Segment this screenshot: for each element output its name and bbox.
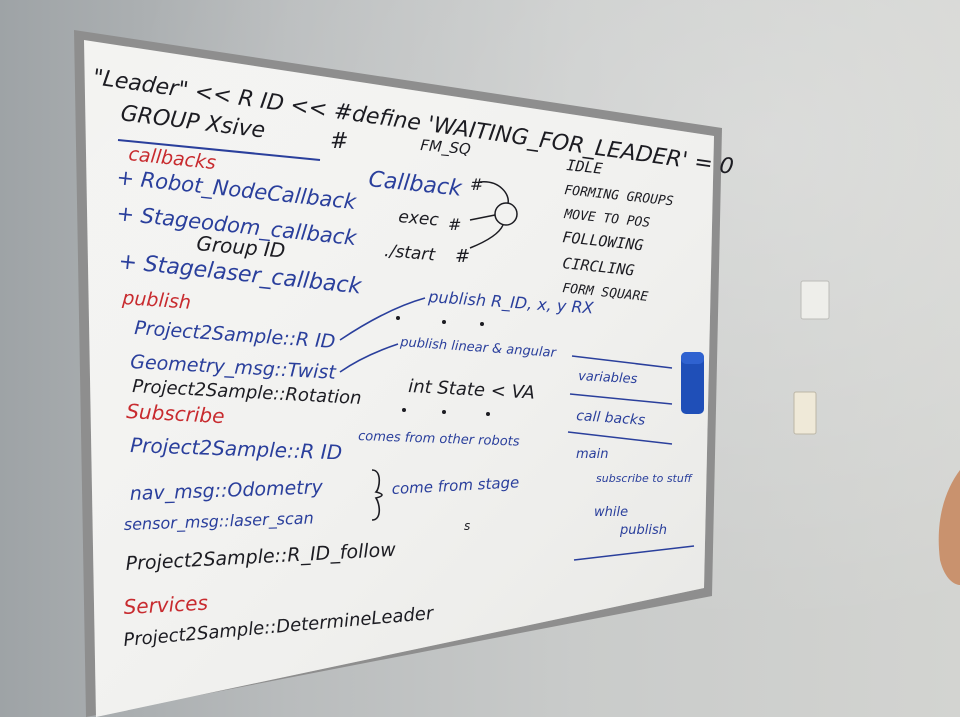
- dot: [396, 316, 400, 320]
- publish-heading: publish: [121, 287, 192, 314]
- outline-item: while: [594, 505, 628, 520]
- diagram-node: [494, 202, 518, 226]
- brace: [371, 469, 383, 521]
- publish-arrow: [339, 343, 399, 373]
- diagram-fm-sq: FM_SQ: [420, 136, 472, 159]
- person-hand: [938, 470, 960, 585]
- diagram-arrow: [469, 214, 496, 221]
- diagram-hash: #: [455, 246, 470, 267]
- state-item: IDLE: [566, 156, 604, 178]
- outline-rule: [571, 355, 673, 369]
- publish-arrow: [339, 297, 426, 341]
- diagram-exec: exec: [398, 207, 441, 230]
- underline-callbacks: [117, 139, 321, 161]
- outline-item: publish: [619, 523, 667, 538]
- wall-socket-upper: [800, 280, 830, 320]
- eraser: [681, 352, 704, 414]
- outline-item: variables: [578, 369, 638, 387]
- outline-rule: [573, 545, 695, 561]
- outline-item: subscribe to stuff: [596, 472, 693, 485]
- subscribe-heading: Subscribe: [126, 399, 225, 428]
- eraser-top: [681, 352, 704, 364]
- hash-mark: #: [330, 129, 348, 154]
- diagram-arrow: [479, 181, 509, 204]
- services-heading: Services: [123, 591, 208, 619]
- small-s: s: [464, 519, 470, 533]
- outline-item: call backs: [576, 408, 646, 429]
- dot: [442, 410, 446, 414]
- outline-rule: [569, 393, 673, 405]
- outline-rule: [567, 431, 673, 445]
- dot: [480, 322, 484, 326]
- dot: [402, 408, 406, 412]
- diagram-hash: #: [448, 215, 461, 234]
- board-shading: [84, 40, 714, 717]
- outline-item: main: [576, 447, 608, 462]
- dot: [486, 412, 490, 416]
- subscribe-note: comes from other robots: [358, 429, 520, 450]
- diagram-arrow: [469, 224, 504, 249]
- diagram-start: ./start: [384, 241, 438, 265]
- wall-socket-lower: [793, 391, 817, 435]
- dot: [442, 320, 446, 324]
- diagram-hash: #: [470, 175, 483, 194]
